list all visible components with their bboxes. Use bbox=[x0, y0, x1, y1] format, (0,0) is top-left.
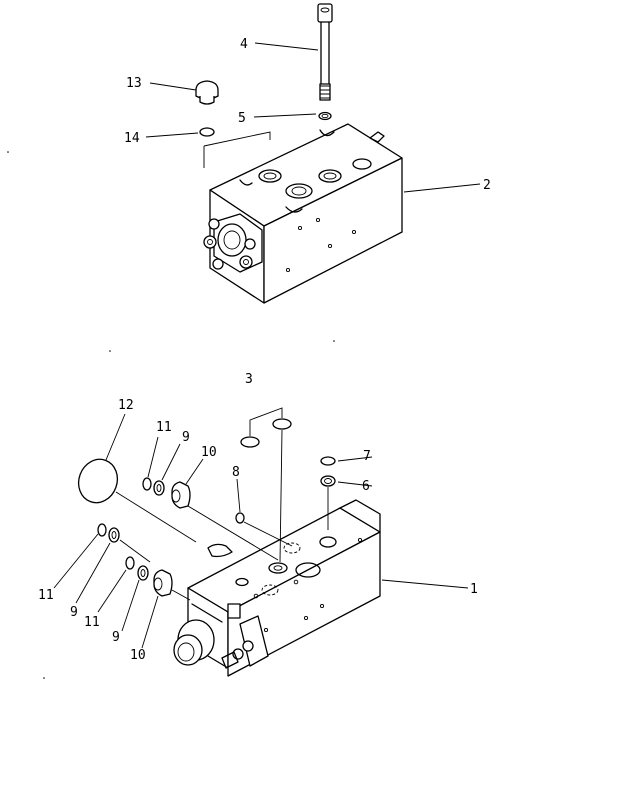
fitting-part-6 bbox=[320, 475, 336, 487]
callout-11-lower-left: 11 bbox=[38, 588, 54, 603]
callout-12: 12 bbox=[118, 398, 134, 413]
bolt-part-4 bbox=[317, 3, 333, 101]
callout-8: 8 bbox=[232, 465, 240, 480]
callout-7: 7 bbox=[363, 449, 371, 464]
seal-set-lower-row-2 bbox=[125, 556, 173, 597]
callout-13: 13 bbox=[126, 76, 142, 91]
speck bbox=[7, 151, 9, 153]
assembly-lines bbox=[115, 429, 329, 601]
speck bbox=[109, 350, 111, 352]
callout-1: 1 bbox=[470, 582, 478, 597]
callout-11-upper: 11 bbox=[156, 420, 172, 435]
o-ring-part-14 bbox=[199, 127, 215, 137]
callout-3: 3 bbox=[245, 372, 253, 387]
speck bbox=[333, 340, 335, 342]
plug-part-13 bbox=[195, 80, 219, 105]
o-ring-part-8 bbox=[235, 512, 245, 524]
callout-4: 4 bbox=[240, 37, 248, 52]
o-ring-part-7 bbox=[320, 456, 336, 466]
seal-set-lower-row-1 bbox=[97, 523, 120, 543]
callout-10-upper: 10 bbox=[201, 445, 217, 460]
callout-11-lower-right: 11 bbox=[84, 615, 100, 630]
callout-10-lower: 10 bbox=[130, 648, 146, 663]
callout-5: 5 bbox=[238, 111, 246, 126]
valve-block-upper bbox=[203, 123, 403, 304]
o-rings-part-3 bbox=[240, 407, 292, 448]
o-ring-part-12 bbox=[77, 458, 119, 504]
callout-14: 14 bbox=[124, 131, 140, 146]
speck bbox=[43, 677, 45, 679]
seal-set-upper-row bbox=[142, 477, 191, 509]
washer-part-5 bbox=[318, 111, 332, 121]
callout-9-upper: 9 bbox=[182, 430, 190, 445]
leader-lines bbox=[53, 42, 481, 649]
callout-9-lower-left: 9 bbox=[70, 605, 78, 620]
callout-6: 6 bbox=[362, 479, 370, 494]
valve-block-lower bbox=[173, 499, 381, 677]
callout-9-lower-right: 9 bbox=[112, 630, 120, 645]
callout-2: 2 bbox=[483, 178, 491, 193]
